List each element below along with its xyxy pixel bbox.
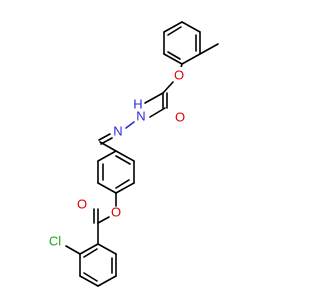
chlorine-label: Cl xyxy=(49,234,61,249)
ester-oxygen-label: O xyxy=(111,205,121,220)
bond xyxy=(144,92,164,104)
molecule-structure-diagram: O O H N N O O xyxy=(49,21,219,287)
chlorophenyl-ring xyxy=(79,243,117,287)
atom-bg xyxy=(172,67,186,81)
n-n-bond xyxy=(125,121,135,129)
bond xyxy=(115,150,135,162)
bond xyxy=(99,141,117,152)
bond xyxy=(97,216,110,224)
bond xyxy=(97,150,117,162)
amide-nitrogen-label: N xyxy=(136,109,145,124)
bond xyxy=(97,275,117,287)
bond xyxy=(97,243,117,255)
tolyl-ring xyxy=(163,21,219,65)
aromatic-inner-bond xyxy=(115,179,130,189)
amide-oxygen-label: O xyxy=(175,110,185,125)
bond xyxy=(115,182,135,194)
imine-nitrogen-label: N xyxy=(113,124,122,139)
c-cl-bond xyxy=(65,245,81,255)
bond xyxy=(149,107,166,118)
ether-oxygen-label: O xyxy=(174,68,184,83)
bond xyxy=(181,21,201,33)
nh-hydrogen-label: H xyxy=(133,97,142,112)
aromatic-inner-bond xyxy=(83,272,98,282)
bond xyxy=(97,182,117,194)
molecule-svg: O O H N N O O xyxy=(49,21,219,287)
aromatic-inner-bond xyxy=(167,51,181,60)
aromatic-inner-bond xyxy=(83,248,98,258)
bond xyxy=(79,275,99,287)
phenylene-ring xyxy=(97,150,135,194)
bond xyxy=(79,243,99,255)
imine-bond xyxy=(98,133,111,141)
bond xyxy=(163,53,183,65)
bond xyxy=(162,81,174,94)
ester-carbonyl-oxygen-label: O xyxy=(77,197,87,212)
bond xyxy=(181,53,201,65)
methyl-bond xyxy=(199,43,219,55)
aromatic-inner-bond xyxy=(167,26,182,36)
bond xyxy=(163,21,183,33)
aromatic-inner-bond xyxy=(115,155,131,165)
